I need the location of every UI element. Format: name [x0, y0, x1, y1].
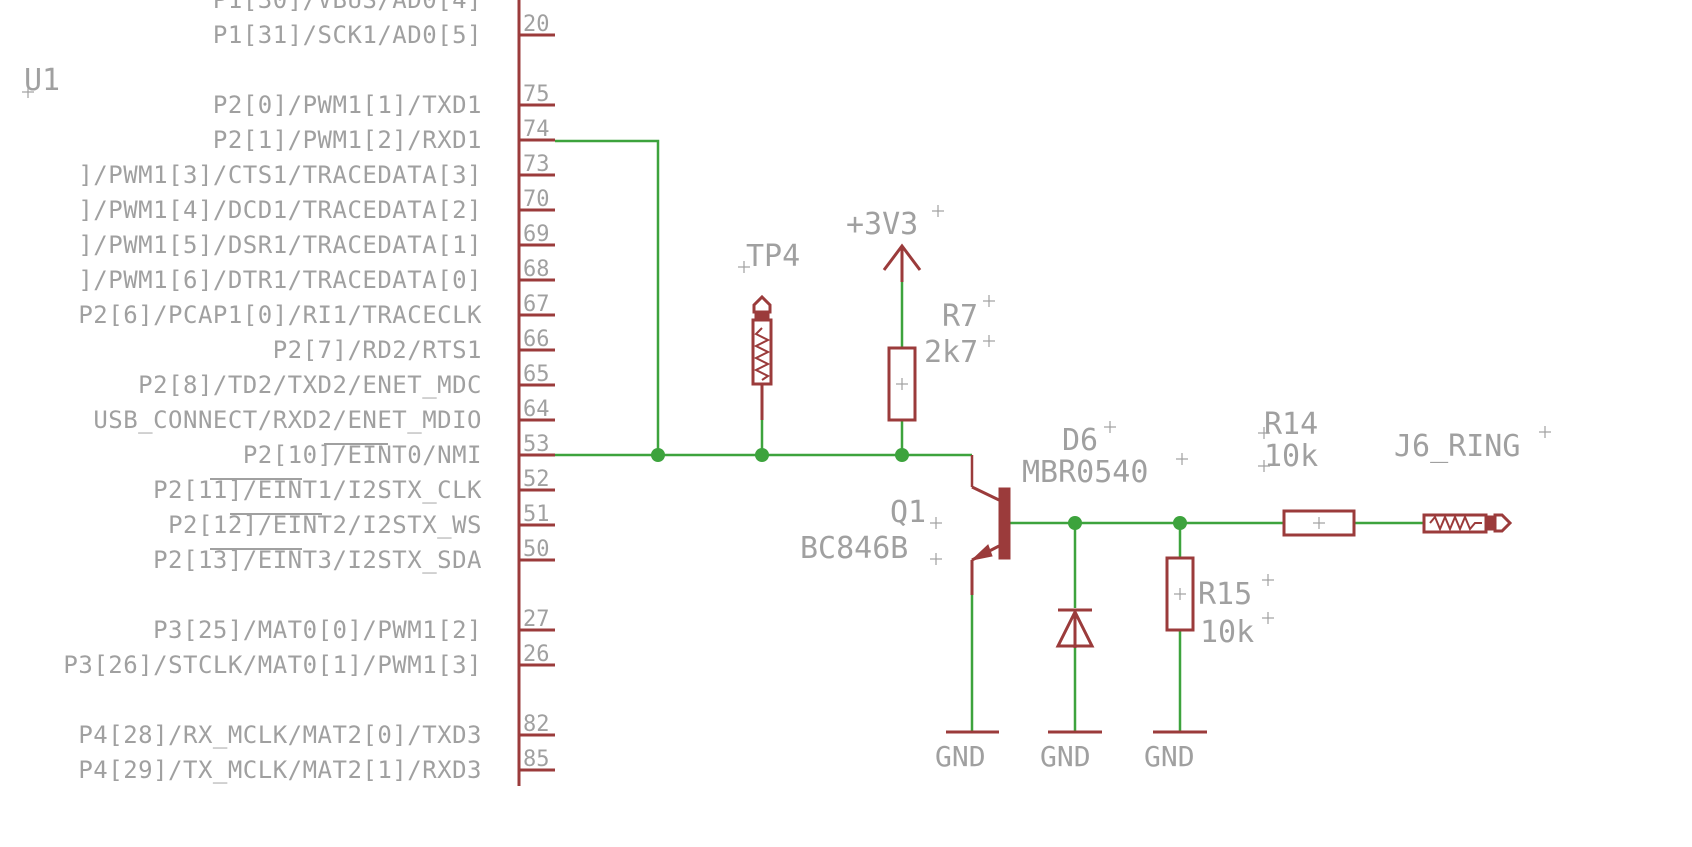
supply-3v3-label: +3V3 [846, 207, 918, 242]
u1-pin-label: P3[26]/STCLK/MAT0[1]/PWM1[3] [63, 651, 482, 679]
gnd-q1-label: GND [935, 740, 986, 773]
u1-pin-label: P2[8]/TD2/TXD2/ENET_MDC [138, 371, 482, 399]
u1-pin-label: P2[12]/EINT2/I2STX_WS [168, 511, 482, 539]
nets [555, 139, 1424, 732]
u1-pin-number: 50 [523, 537, 550, 562]
gnd-d6-symbol: GND [1040, 730, 1102, 773]
u1-symbol: P1[30]/VBUS/AD0[4] P1[31]/SCK1/AD0[5] 20P2… [22, 0, 555, 786]
j6-ring-symbol: J6_RING [1394, 426, 1551, 534]
net-pin74 [555, 139, 660, 455]
u1-pin-label: P1[30]/VBUS/AD0[4] [213, 0, 482, 14]
u1-pin-number: 82 [523, 712, 550, 737]
u1-pin-label: ]/PWM1[5]/DSR1/TRACEDATA[1] [78, 231, 482, 259]
u1-pin-number: 65 [523, 362, 550, 387]
gnd-q1-symbol: GND [935, 730, 999, 773]
u1-pin-number: 52 [523, 467, 550, 492]
u1-pin-number: 75 [523, 82, 550, 107]
u1-pin-label: USB_CONNECT/RXD2/ENET_MDIO [93, 406, 482, 434]
u1-pin-number: 67 [523, 292, 550, 317]
u1-pin-number: 73 [523, 152, 550, 177]
q1-value-label: BC846B [800, 531, 908, 566]
u1-pin-number: 66 [523, 327, 550, 352]
u1-pin-label: P4[29]/TX_MCLK/MAT2[1]/RXD3 [78, 756, 482, 784]
u1-pin-number: 26 [523, 642, 550, 667]
u1-pin-number: 53 [523, 432, 550, 457]
u1-pin-label: P2[0]/PWM1[1]/TXD1 [213, 91, 482, 119]
u1-pin-number: 85 [523, 747, 550, 772]
u1-pin-number: 64 [523, 397, 550, 422]
u1-pin-number: 69 [523, 222, 550, 247]
u1-pin-label: P2[11]/EINT1/I2STX_CLK [153, 476, 482, 504]
d6-value-label: MBR0540 [1022, 455, 1148, 490]
u1-ref-label: U1 [24, 63, 60, 98]
u1-pin-number: 74 [523, 117, 550, 142]
u1-pin-number: 70 [523, 187, 550, 212]
u1-pin-label: P2[6]/PCAP1[0]/RI1/TRACECLK [78, 301, 482, 329]
supply-3v3-symbol: +3V3 [846, 205, 944, 282]
tp4-symbol: TP4 [738, 239, 800, 420]
u1-pin-label: P1[31]/SCK1/AD0[5] [213, 21, 482, 49]
r15-symbol: R15 10k [1165, 556, 1274, 650]
junction-3 [895, 448, 909, 462]
u1-pin-number: 27 [523, 607, 550, 632]
u1-pin-label: ]/PWM1[3]/CTS1/TRACEDATA[3] [78, 161, 482, 189]
u1-pin-number: 51 [523, 502, 550, 527]
u1-pin-label: P2[7]/RD2/RTS1 [273, 336, 482, 364]
r14-value-label: 10k [1264, 439, 1318, 474]
gnd-d6-label: GND [1040, 740, 1091, 773]
r7-symbol: R7 2k7 [887, 295, 995, 422]
u1-pin-label: P3[25]/MAT0[0]/PWM1[2] [153, 616, 482, 644]
tp4-ref-label: TP4 [746, 239, 800, 274]
u1-pin-number: 20 [523, 12, 550, 37]
j6-ring-ref-label: J6_RING [1394, 429, 1520, 464]
u1-pin-label: P2[10]/EINT0/NMI [243, 441, 482, 469]
u1-pin-label: P2[13]/EINT3/I2STX_SDA [153, 546, 482, 574]
u1-pin-number: 68 [523, 257, 550, 282]
u1-pin-label: ]/PWM1[4]/DCD1/TRACEDATA[2] [78, 196, 482, 224]
r14-symbol: R14 10k [1258, 407, 1356, 537]
r15-ref-label: R15 [1198, 577, 1252, 612]
r14-ref-label: R14 [1264, 407, 1318, 442]
r15-value-label: 10k [1200, 615, 1254, 650]
q1-ref-label: Q1 [890, 495, 926, 530]
u1-pin-label: P4[28]/RX_MCLK/MAT2[0]/TXD3 [78, 721, 482, 749]
junction-5 [1173, 516, 1187, 530]
junction-2 [755, 448, 769, 462]
u1-pin-label: P2[1]/PWM1[2]/RXD1 [213, 126, 482, 154]
d6-ref-label: D6 [1062, 423, 1098, 458]
r7-ref-label: R7 [942, 299, 978, 334]
d6-symbol: D6 MBR0540 [1022, 421, 1188, 648]
u1-pin-list: P1[30]/VBUS/AD0[4] P1[31]/SCK1/AD0[5] 20P2… [63, 0, 555, 784]
r7-value-label: 2k7 [924, 335, 978, 370]
junction-1 [651, 448, 665, 462]
q1-symbol: Q1 BC846B [800, 485, 1011, 595]
gnd-r15-label: GND [1144, 740, 1195, 773]
junction-4 [1068, 516, 1082, 530]
u1-pin-label: ]/PWM1[6]/DTR1/TRACEDATA[0] [78, 266, 482, 294]
gnd-r15-symbol: GND [1144, 730, 1207, 773]
